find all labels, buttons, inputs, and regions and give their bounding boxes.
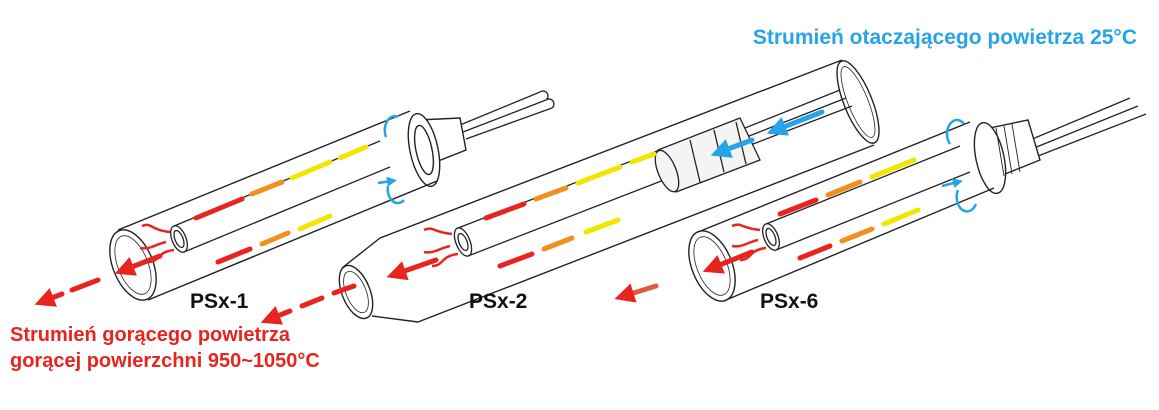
cold-intake-1 [377,115,405,205]
heater-psx-2 [260,59,880,325]
model-label-psx-2: PSx-2 [469,290,528,313]
outer-tube-2 [379,59,880,323]
cold-intake-2 [710,109,825,158]
outer-tube-1 [109,110,438,301]
lead-wires-1 [459,90,555,140]
exhaust-arrows-2 [260,257,439,325]
lead-wires-2 [739,89,853,147]
flow-dashes-6 [777,157,921,261]
model-label-psx-6: PSx-6 [760,290,819,313]
hot-swirl-2 [423,227,459,268]
flow-dashes-2 [483,151,657,269]
fitting-6 [973,119,1041,195]
heater-psx-6 [614,97,1147,303]
model-label-psx-1: PSx-1 [190,290,249,313]
inner-tube-6 [762,145,971,251]
flow-dashes-1 [193,144,369,265]
ambient-air-label: Strumień otaczającego powietrza 25°C [752,26,1137,49]
cold-intake-6 [941,118,978,213]
exhaust-arrows-6 [614,249,755,303]
hot-air-label-line-2: gorącej powierzchni 950~1050°C [10,350,320,372]
hot-air-label: Strumień gorącego powietrza gorącej powi… [10,322,320,374]
connector-2 [654,117,761,193]
hot-air-label-line-1: Strumień gorącego powietrza [10,324,291,346]
exhaust-arrows-1 [34,253,163,307]
heater-psx-1 [34,90,555,307]
lead-wires-6 [1029,97,1147,157]
nozzle-cone-2 [338,237,419,323]
flange-1 [407,112,467,188]
